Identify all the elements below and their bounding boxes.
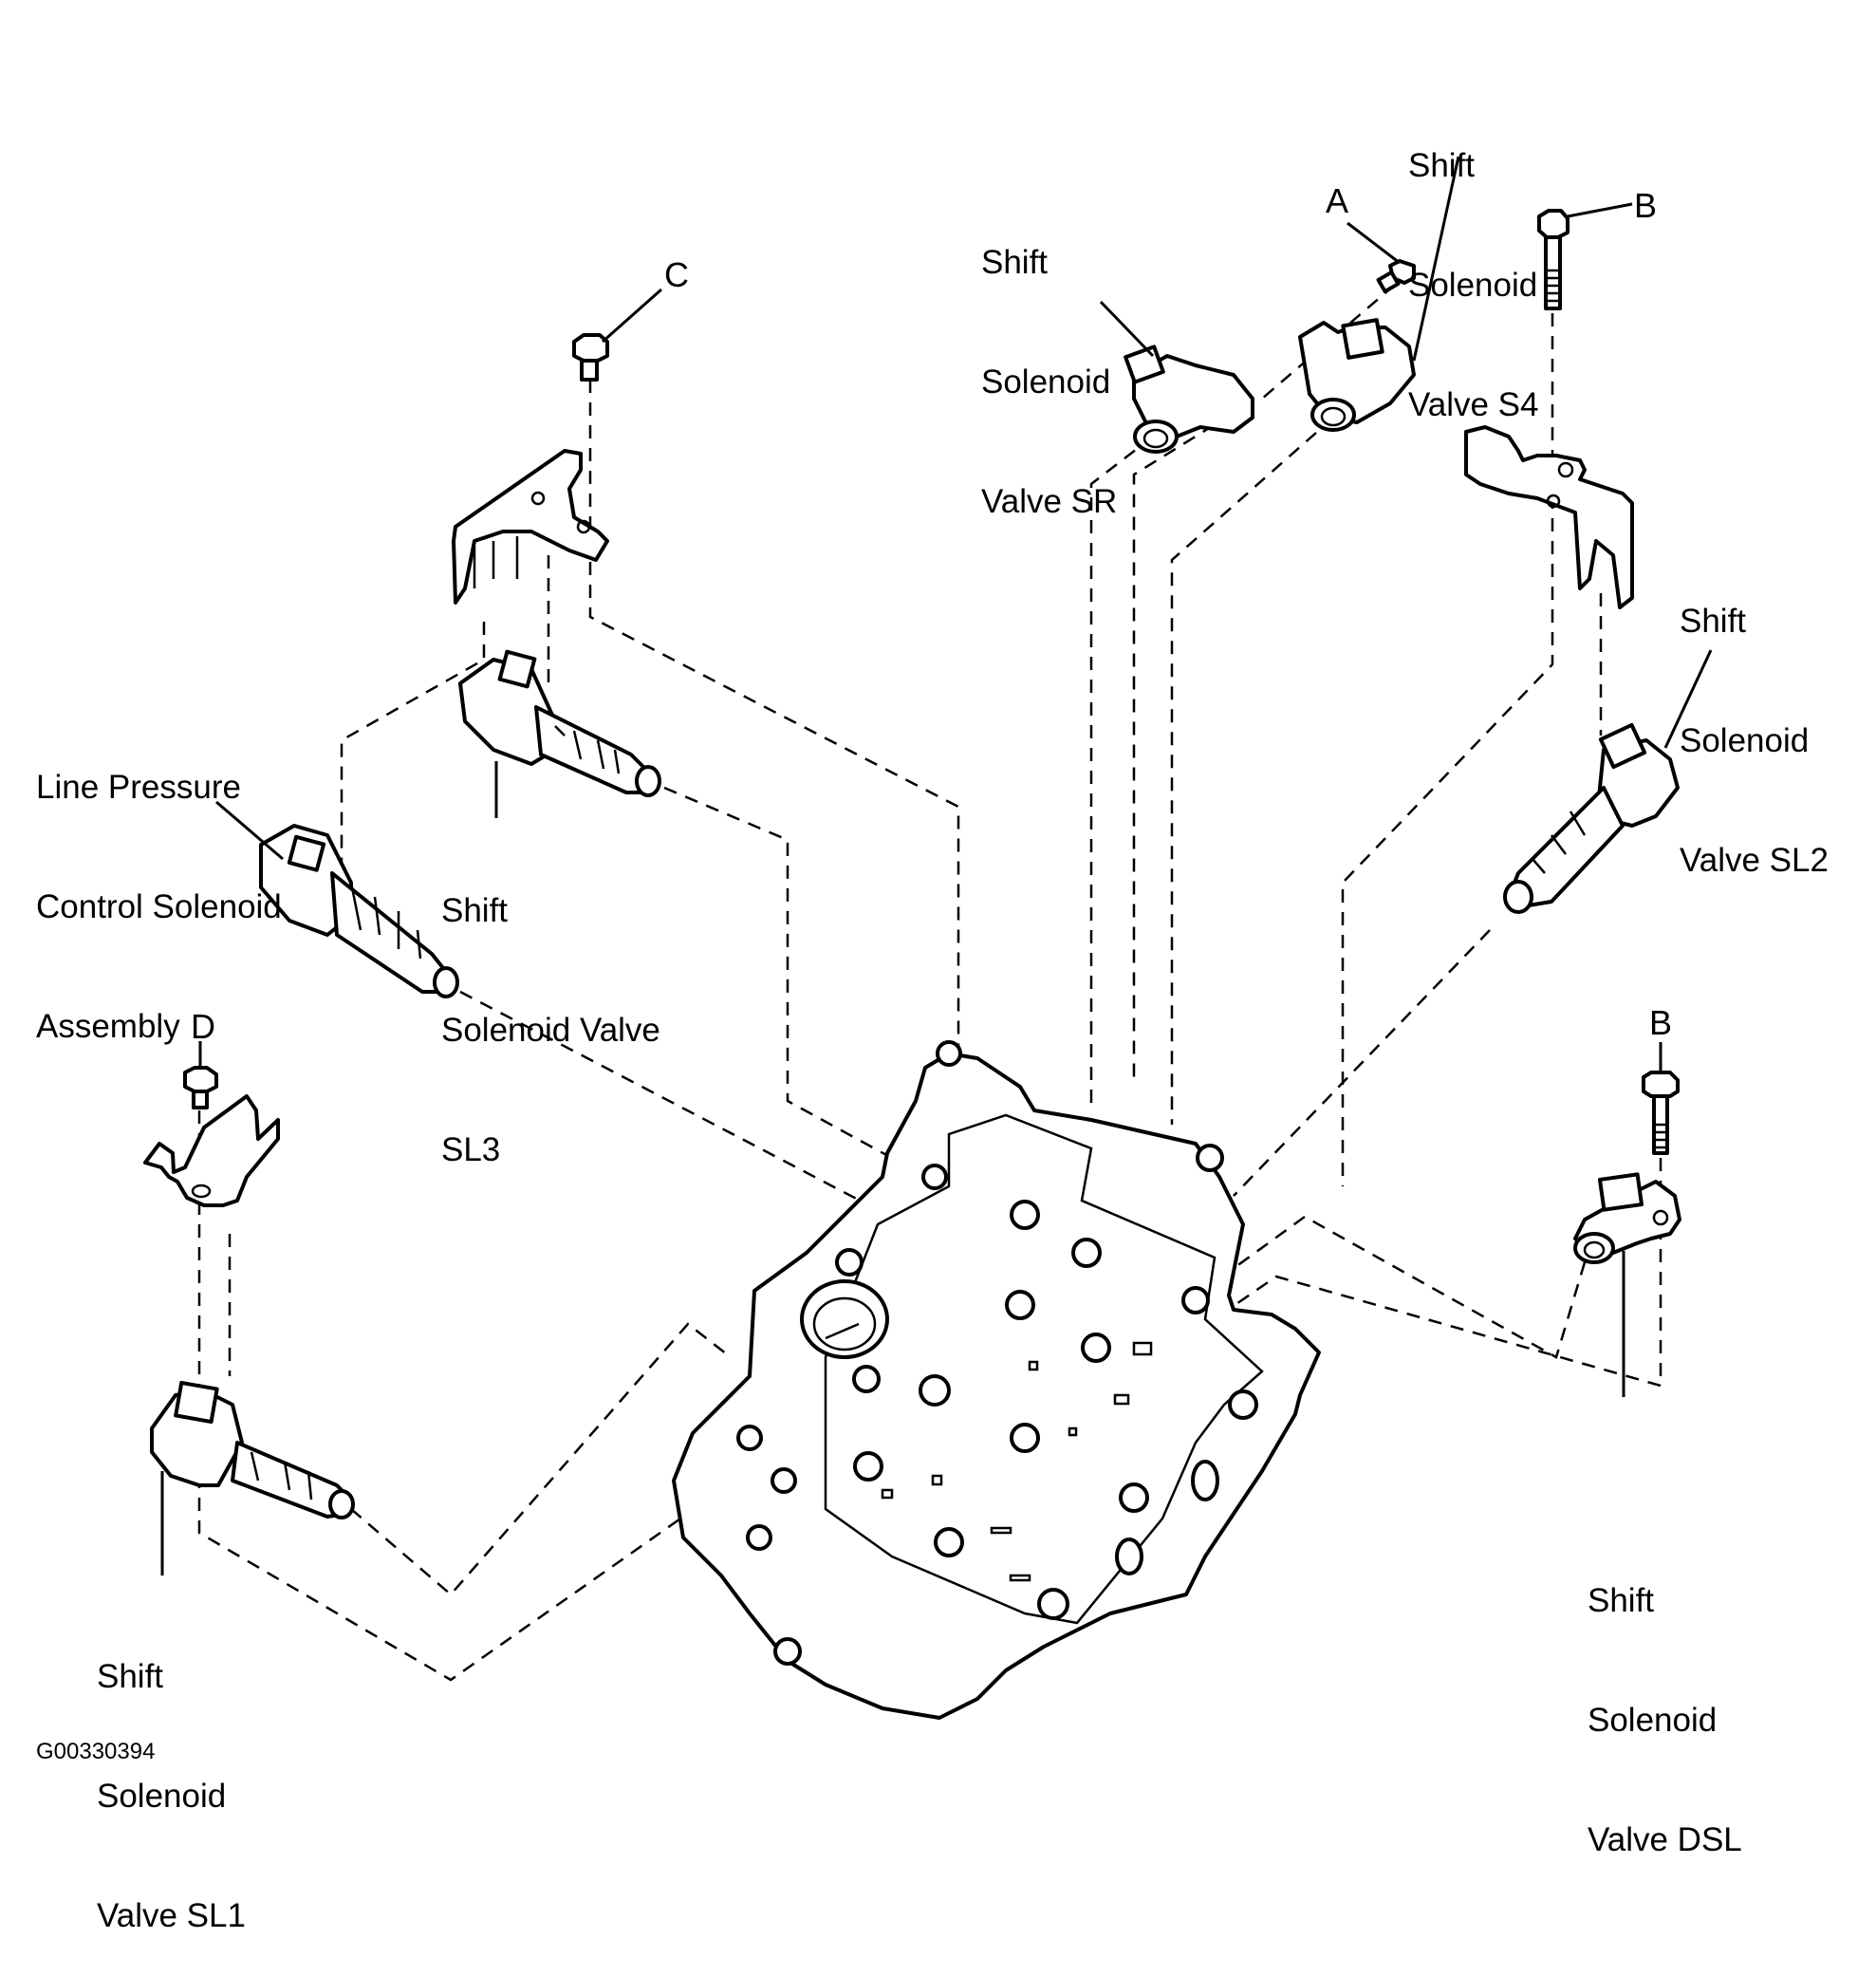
fastener-letter-a: A (1326, 181, 1349, 220)
bolt-b-bottom (1642, 1042, 1680, 1155)
label-line: Assembly (36, 1008, 180, 1045)
label-line: Solenoid (981, 364, 1111, 401)
label-line: Shift (981, 244, 1049, 281)
label-line: Solenoid (1680, 722, 1810, 759)
label-line: Valve SL1 (97, 1897, 246, 1934)
label-line: Valve S4 (1408, 386, 1539, 423)
label-line: Shift (441, 892, 509, 929)
fastener-letter-c: C (664, 255, 689, 294)
leader-sl2 (1663, 649, 1713, 749)
label-line: Shift (1680, 603, 1747, 640)
guide-line-b-top (1341, 313, 1554, 1186)
leader-c (602, 288, 662, 344)
figure-id: G00330394 (36, 1739, 156, 1764)
valve-body-exploded-diagram (143, 156, 1713, 1720)
label-shift-solenoid-sl2: Shift Solenoid Valve SL2 (1680, 522, 1829, 921)
label-shift-solenoid-s4: Shift Solenoid Valve S4 (1408, 66, 1539, 465)
bracket-b (1464, 425, 1634, 609)
fastener-letter-b-bottom: B (1649, 1003, 1673, 1042)
guide-line-b-bottom (1199, 1158, 1662, 1388)
fastener-letter-b-top: B (1634, 186, 1658, 225)
label-shift-solenoid-sl1: Shift Solenoid Valve SL1 (97, 1577, 246, 1976)
solenoid-sr (1099, 300, 1254, 454)
label-shift-solenoid-sr: Shift Solenoid Valve SR (981, 163, 1117, 562)
label-line: Valve SR (981, 483, 1118, 520)
label-line-pressure-control-solenoid: Line Pressure Control Solenoid Assembly (36, 688, 282, 1087)
leader-a (1347, 221, 1401, 265)
guide-line-s4 (1170, 417, 1334, 1125)
label-line: SL3 (441, 1131, 501, 1168)
guide-line-d (197, 1110, 722, 1682)
solenoid-s4 (1298, 156, 1460, 432)
label-line: Valve DSL (1588, 1821, 1742, 1858)
label-line: Shift (97, 1658, 164, 1695)
valve-body-bolts (736, 1040, 1258, 1666)
label-line: Shift (1408, 147, 1476, 184)
solenoid-line-pressure (215, 800, 459, 998)
label-line: Shift (1588, 1582, 1655, 1619)
bracket-d (143, 1094, 280, 1207)
bolt-c (572, 288, 662, 382)
label-line: Solenoid (97, 1778, 227, 1815)
assembly-guide-lines (197, 284, 1662, 1682)
label-line: Control Solenoid (36, 888, 282, 925)
guide-line-dsl (1228, 1215, 1587, 1359)
leader-b-top (1567, 202, 1633, 218)
bolt-d (183, 1041, 218, 1109)
guide-line-c (588, 380, 960, 1167)
label-line: Solenoid (1408, 267, 1538, 304)
bolt-a (1347, 221, 1416, 294)
solenoid-sl2 (1503, 649, 1713, 914)
label-shift-solenoid-sl3: Shift Solenoid Valve SL3 (441, 811, 660, 1210)
guide-line-sl3 (663, 786, 910, 1169)
guide-line-a (1261, 284, 1396, 400)
label-shift-solenoid-dsl: Shift Solenoid Valve DSL (1588, 1501, 1742, 1900)
guide-line-bracket-c-left (340, 622, 486, 887)
guide-line-line-pressure (459, 990, 888, 1217)
label-line: Line Pressure (36, 769, 241, 806)
bolt-b-top (1537, 202, 1633, 310)
valve-body (672, 1040, 1321, 1720)
label-line: Valve SL2 (1680, 842, 1829, 879)
leader-s4 (1412, 156, 1460, 362)
guide-line-sr-b (1132, 411, 1235, 1077)
solenoid-sl3 (458, 649, 661, 818)
label-line: Solenoid Valve (441, 1012, 660, 1049)
label-line: Solenoid (1588, 1702, 1718, 1739)
leader-sr (1099, 300, 1155, 358)
guide-line-sr-a (1089, 436, 1154, 1106)
bracket-c (452, 449, 609, 605)
fastener-letter-d: D (191, 1007, 215, 1046)
solenoid-sl1 (150, 1380, 355, 1575)
leader-line-pressure (215, 800, 284, 861)
solenoid-dsl (1573, 1172, 1681, 1397)
guide-line-sl1 (350, 1322, 732, 1596)
guide-line-sl2 (1233, 929, 1491, 1197)
